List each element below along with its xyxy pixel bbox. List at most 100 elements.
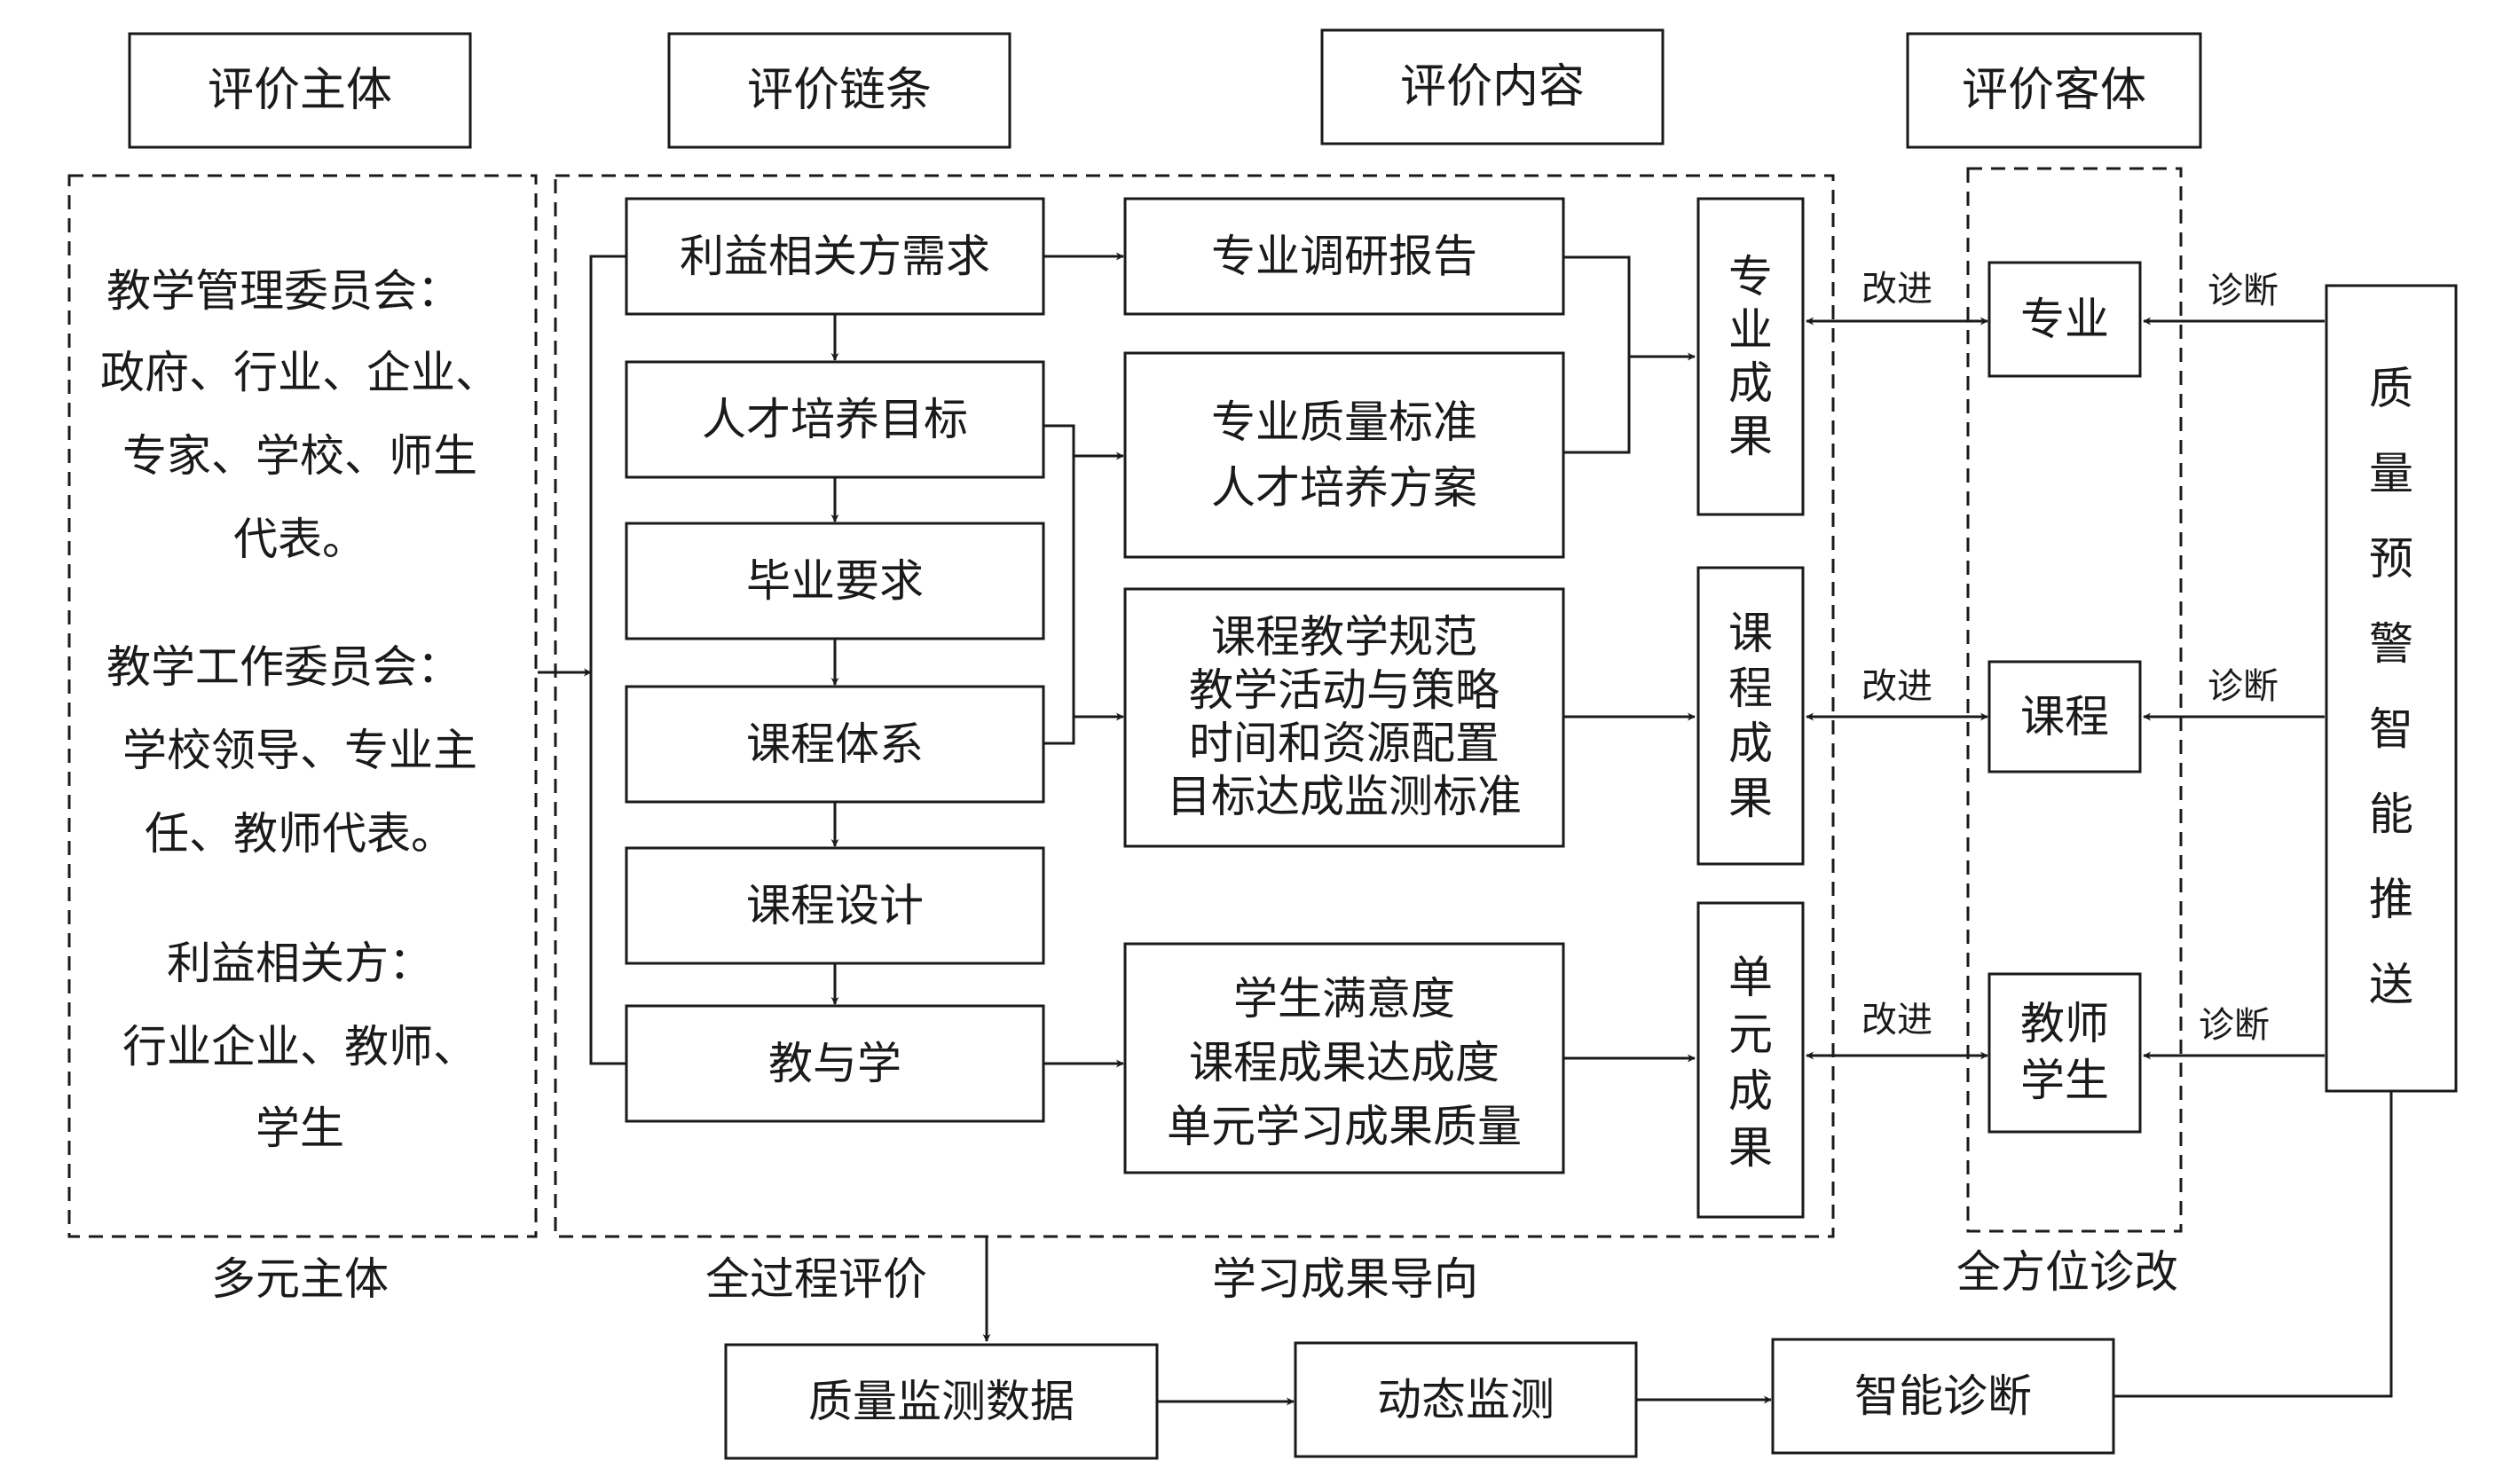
object-major-label: 专业 bbox=[2020, 294, 2109, 345]
improve-label-major: 改进 bbox=[1861, 269, 1932, 310]
warning-char-8: 送 bbox=[2369, 959, 2413, 1010]
outcome-box-unit: 单 元 成 果 bbox=[1696, 901, 1805, 1219]
warning-char-6: 能 bbox=[2369, 789, 2413, 840]
diagnose-label-major: 诊断 bbox=[2208, 271, 2279, 311]
header-object-label: 评价客体 bbox=[1962, 64, 2146, 117]
major-outcome-char-2: 业 bbox=[1728, 304, 1773, 356]
outcome-box-course: 课 程 成 果 bbox=[1696, 566, 1805, 866]
content-box-satisfaction: 学生满意度 课程成果达成度 单元学习成果质量 bbox=[1123, 942, 1565, 1174]
object-teacher-label: 教师 bbox=[2020, 998, 2109, 1049]
course-norms-label: 课程教学规范 bbox=[1211, 611, 1477, 663]
major-outcome-char-1: 专 bbox=[1728, 251, 1773, 302]
diagnosis-to-warning-line bbox=[2113, 1091, 2393, 1398]
diagnose-label-course: 诊断 bbox=[2208, 666, 2279, 707]
content-box-course-norms: 课程教学规范 教学活动与策略 时间和资源配置 目标达成监测标准 bbox=[1123, 587, 1565, 848]
header-subject: 评价主体 bbox=[128, 32, 472, 149]
g2-line2: 任、教师代表。 bbox=[145, 808, 455, 860]
chain-course-design-label: 课程设计 bbox=[746, 880, 924, 931]
content-box-standards: 专业质量标准 人才培养方案 bbox=[1123, 351, 1565, 559]
g1-line1: 政府、行业、企业、 bbox=[100, 347, 500, 398]
chain-box-course-design: 课程设计 bbox=[625, 846, 1045, 965]
smart-diagnosis-label: 智能诊断 bbox=[1854, 1370, 2032, 1422]
chain-box-stakeholder-needs: 利益相关方需求 bbox=[625, 197, 1045, 316]
improve-label-unit: 改进 bbox=[1861, 1000, 1932, 1040]
subject-panel: 教学管理委员会： 政府、行业、企业、 专家、学校、师生 代表。 教学工作委员会：… bbox=[100, 265, 500, 1154]
subject-caption: 多元主体 bbox=[211, 1253, 389, 1305]
warning-char-5: 智 bbox=[2369, 703, 2413, 755]
warning-char-4: 警 bbox=[2369, 618, 2413, 670]
monitoring-data-label: 质量监测数据 bbox=[808, 1376, 1074, 1427]
chain-teach-learn-label: 教与学 bbox=[768, 1038, 901, 1089]
course-outcome-char-2: 程 bbox=[1728, 663, 1773, 714]
major-report-label: 专业调研报告 bbox=[1211, 231, 1477, 282]
teaching-activity-label: 教学活动与策略 bbox=[1189, 664, 1499, 716]
g1-line2: 专家、学校、师生 bbox=[122, 430, 477, 482]
g2-title: 教学工作委员会： bbox=[106, 641, 461, 693]
goal-monitoring-label: 目标达成监测标准 bbox=[1167, 771, 1522, 822]
header-content: 评价内容 bbox=[1320, 28, 1665, 145]
bottom-box-smart-diagnosis: 智能诊断 bbox=[1771, 1338, 2115, 1455]
unit-outcome-char-1: 单 bbox=[1728, 952, 1773, 1003]
major-outcome-char-4: 果 bbox=[1728, 411, 1773, 462]
course-outcome-char-4: 果 bbox=[1728, 773, 1773, 824]
course-achievement-label: 课程成果达成度 bbox=[1189, 1037, 1499, 1088]
quality-warning-box: 质 量 预 警 智 能 推 送 bbox=[2325, 284, 2458, 1093]
quality-standard-label: 专业质量标准 bbox=[1211, 397, 1477, 448]
subject-dashed-frame bbox=[67, 174, 538, 1238]
improve-label-course: 改进 bbox=[1861, 666, 1932, 707]
g3-line2: 学生 bbox=[256, 1103, 344, 1154]
course-outcome-char-3: 成 bbox=[1728, 718, 1773, 769]
diagnose-label-teacher-student: 诊断 bbox=[2199, 1005, 2270, 1046]
goal-curriculum-bracket bbox=[1043, 424, 1075, 745]
training-plan-label: 人才培养方案 bbox=[1211, 462, 1477, 514]
object-box-teacher-student: 教师 学生 bbox=[1987, 972, 2142, 1134]
chain-talent-goal-label: 人才培养目标 bbox=[702, 394, 968, 445]
unit-outcome-char-2: 元 bbox=[1728, 1009, 1773, 1060]
header-content-label: 评价内容 bbox=[1400, 60, 1585, 114]
chain-stakeholder-needs-label: 利益相关方需求 bbox=[680, 231, 990, 282]
g1-line3: 代表。 bbox=[233, 514, 366, 565]
chain-box-curriculum-system: 课程体系 bbox=[625, 685, 1045, 804]
object-caption: 全方位诊改 bbox=[1956, 1246, 2178, 1298]
chain-box-teach-learn: 教与学 bbox=[625, 1004, 1045, 1123]
chain-left-bracket bbox=[589, 255, 626, 1065]
content-box-major-report: 专业调研报告 bbox=[1123, 197, 1565, 316]
header-chain-label: 评价链条 bbox=[747, 64, 932, 117]
chain-curriculum-system-label: 课程体系 bbox=[746, 718, 924, 770]
warning-char-1: 质 bbox=[2369, 363, 2413, 414]
content-major-bracket bbox=[1563, 255, 1631, 454]
unit-quality-label: 单元学习成果质量 bbox=[1167, 1101, 1522, 1152]
dynamic-monitoring-label: 动态监测 bbox=[1377, 1374, 1554, 1425]
major-outcome-char-3: 成 bbox=[1728, 357, 1773, 409]
chain-graduation-req-label: 毕业要求 bbox=[746, 555, 924, 607]
chain-box-graduation-req: 毕业要求 bbox=[625, 522, 1045, 640]
chain-box-talent-goal: 人才培养目标 bbox=[625, 360, 1045, 479]
header-chain: 评价链条 bbox=[667, 32, 1011, 149]
warning-char-3: 预 bbox=[2369, 533, 2413, 585]
g3-line1: 行业企业、教师、 bbox=[122, 1021, 477, 1072]
bottom-box-dynamic-monitoring: 动态监测 bbox=[1294, 1341, 1638, 1458]
student-satisfaction-label: 学生满意度 bbox=[1233, 973, 1455, 1025]
object-box-course: 课程 bbox=[1987, 660, 2142, 773]
object-dashed-frame bbox=[1966, 167, 2183, 1233]
g3-title: 利益相关方： bbox=[167, 938, 433, 989]
content-caption: 学习成果导向 bbox=[1212, 1253, 1478, 1305]
g2-line1: 学校领导、专业主 bbox=[122, 725, 477, 776]
time-resource-label: 时间和资源配置 bbox=[1189, 718, 1499, 769]
chain-content-dashed-frame bbox=[554, 174, 1835, 1238]
header-object: 评价客体 bbox=[1906, 32, 2202, 149]
object-student-label: 学生 bbox=[2020, 1055, 2109, 1106]
unit-outcome-char-3: 成 bbox=[1728, 1065, 1773, 1117]
warning-char-7: 推 bbox=[2369, 874, 2413, 925]
unit-outcome-char-4: 果 bbox=[1728, 1122, 1773, 1174]
g1-title: 教学管理委员会： bbox=[106, 265, 461, 317]
object-course-label: 课程 bbox=[2020, 691, 2109, 742]
outcome-box-major: 专 业 成 果 bbox=[1696, 197, 1805, 516]
object-box-major: 专业 bbox=[1987, 261, 2142, 378]
warning-char-2: 量 bbox=[2369, 448, 2413, 499]
header-subject-label: 评价主体 bbox=[208, 64, 392, 117]
bottom-box-monitoring-data: 质量监测数据 bbox=[724, 1343, 1159, 1460]
chain-caption: 全过程评价 bbox=[705, 1253, 927, 1305]
course-outcome-char-1: 课 bbox=[1728, 608, 1773, 659]
